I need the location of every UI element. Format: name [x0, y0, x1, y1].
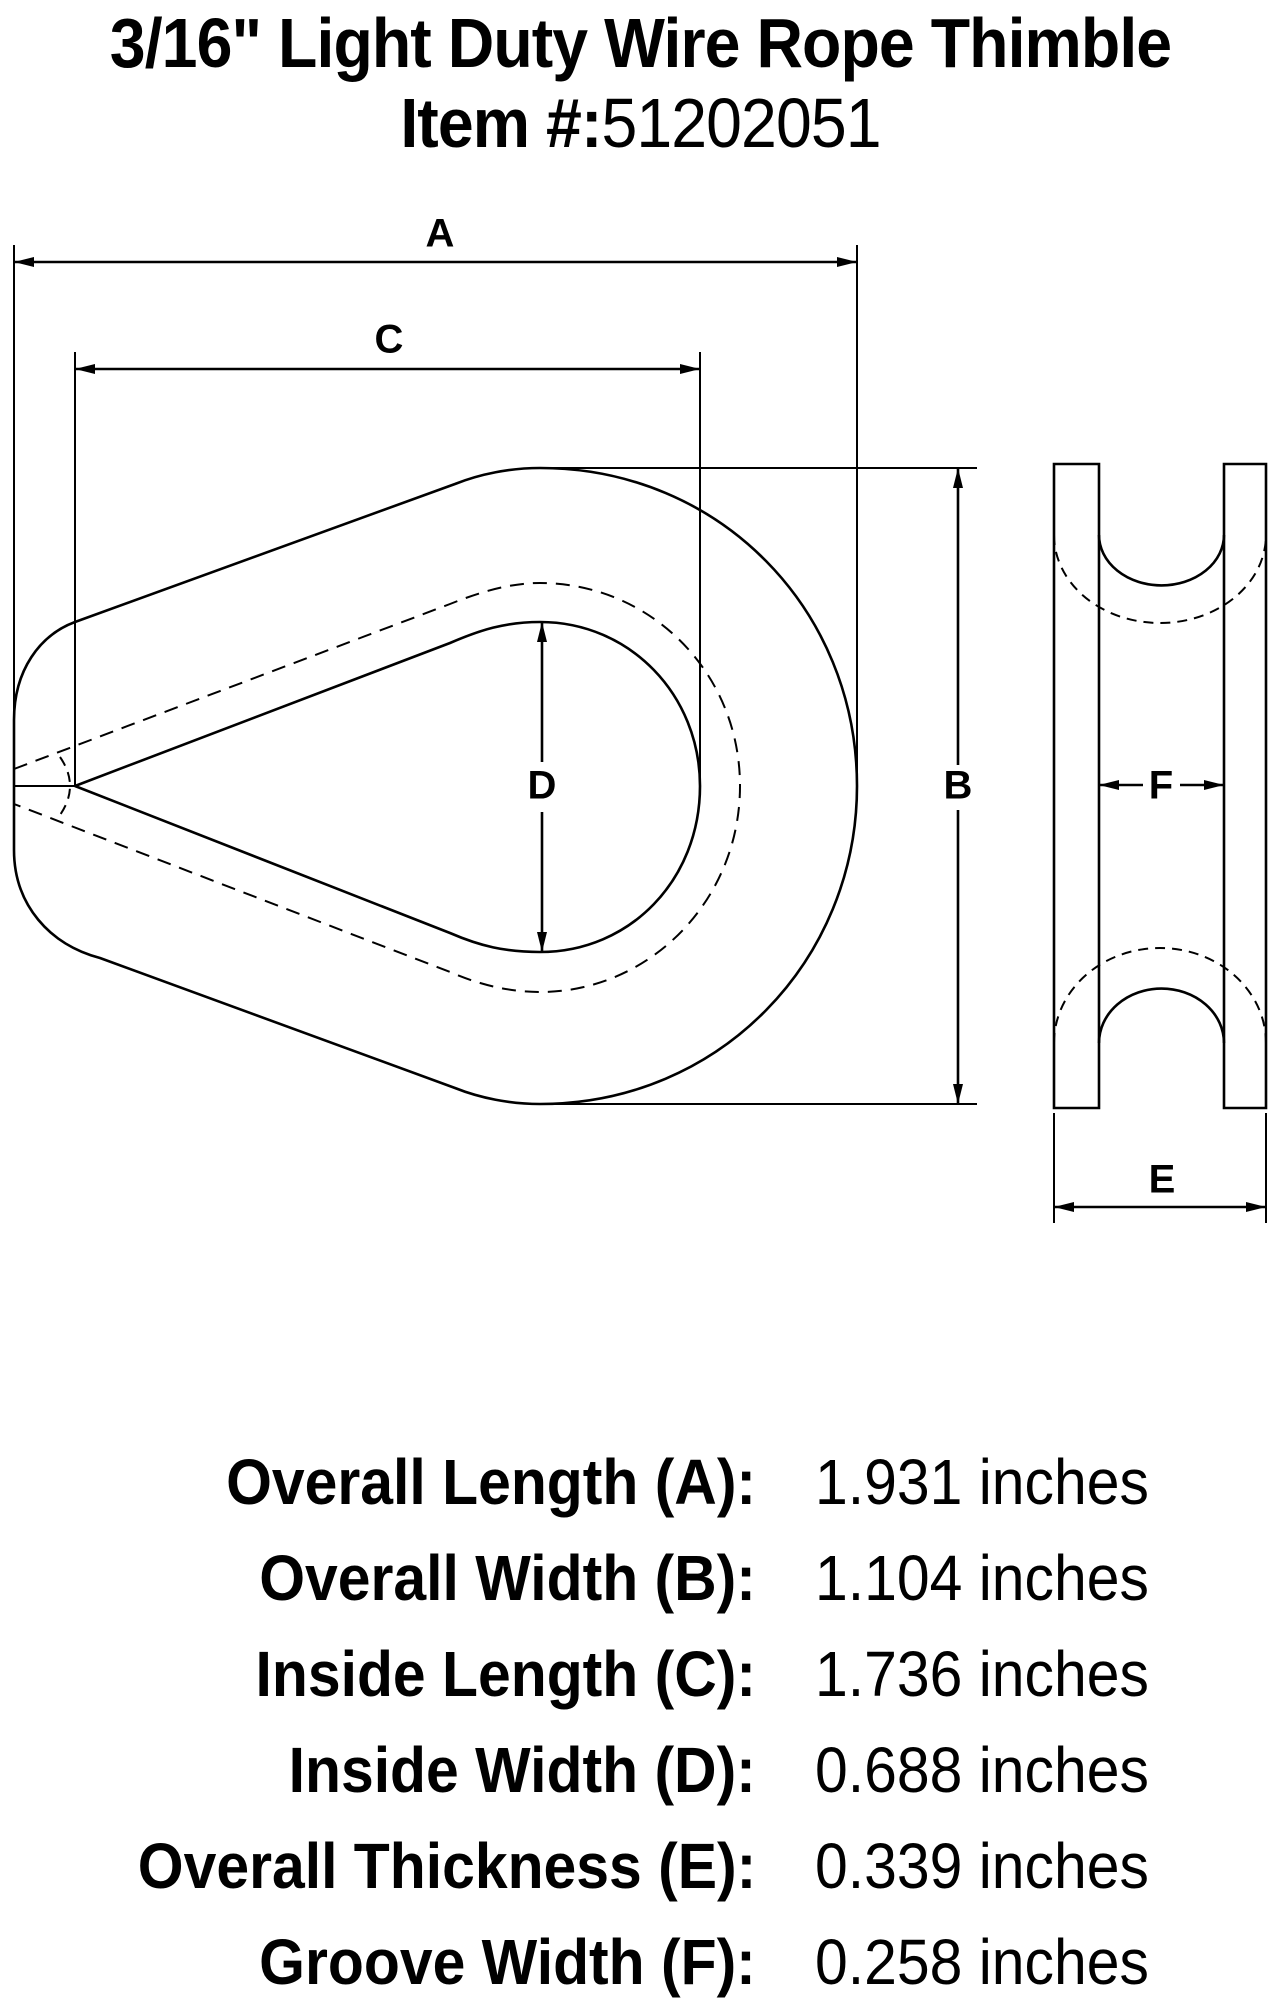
bottom-groove-arc — [1097, 987, 1226, 1044]
label-a: A — [426, 212, 455, 256]
spec-row-inside-width: Inside Width (D): 0.688 inches — [0, 1730, 1281, 1810]
label-e: E — [1149, 1158, 1176, 1202]
tip-hidden-arc — [59, 756, 71, 816]
spec-value: 0.258 inches — [815, 1926, 1149, 1998]
spec-row-inside-length: Inside Length (C): 1.736 inches — [0, 1634, 1281, 1714]
dimension-lines — [14, 257, 963, 1104]
spec-row-groove-width: Groove Width (F): 0.258 inches — [0, 1922, 1281, 2002]
spec-value: 1.736 inches — [815, 1638, 1149, 1710]
spec-label: Groove Width (F): — [259, 1926, 756, 1998]
spec-value: 1.931 inches — [815, 1446, 1149, 1518]
label-f: F — [1149, 764, 1173, 808]
groove-hidden-line — [13, 582, 741, 993]
bottom-groove-hidden — [1053, 947, 1267, 1044]
inner-contour — [73, 620, 702, 954]
spec-row-overall-thickness: Overall Thickness (E): 0.339 inches — [0, 1826, 1281, 1906]
front-view — [12, 245, 977, 1106]
right-flange — [1222, 462, 1268, 1110]
spec-label: Overall Width (B): — [259, 1542, 756, 1614]
left-flange — [1052, 462, 1101, 1110]
spec-value: 0.688 inches — [815, 1734, 1149, 1806]
product-title: 3/16" Light Duty Wire Rope Thimble — [51, 8, 1230, 78]
spec-row-overall-width: Overall Width (B): 1.104 inches — [0, 1538, 1281, 1618]
spec-value: 1.104 inches — [815, 1542, 1149, 1614]
spec-row-overall-length: Overall Length (A): 1.931 inches — [0, 1442, 1281, 1522]
label-b: B — [944, 764, 973, 808]
item-number-line: Item #:51202051 — [51, 88, 1230, 158]
extension-lines — [13, 245, 977, 1105]
top-groove-arc — [1097, 534, 1226, 587]
item-number-value: 51202051 — [601, 84, 881, 162]
top-groove-hidden — [1053, 534, 1267, 624]
label-c: C — [375, 318, 404, 362]
spec-value: 0.339 inches — [815, 1830, 1149, 1902]
side-view — [1052, 462, 1268, 1223]
label-d: D — [528, 764, 557, 808]
spec-label: Overall Length (A): — [226, 1446, 756, 1518]
item-number-label: Item #: — [400, 84, 602, 162]
product-title-text: 3/16" Light Duty Wire Rope Thimble — [109, 4, 1172, 82]
spec-label: Inside Width (D): — [288, 1734, 756, 1806]
outer-contour — [12, 466, 859, 1106]
spec-label: Overall Thickness (E): — [137, 1830, 756, 1902]
dimension-letter-labels: A C D B E F — [375, 212, 1176, 1202]
spec-label: Inside Length (C): — [255, 1638, 756, 1710]
